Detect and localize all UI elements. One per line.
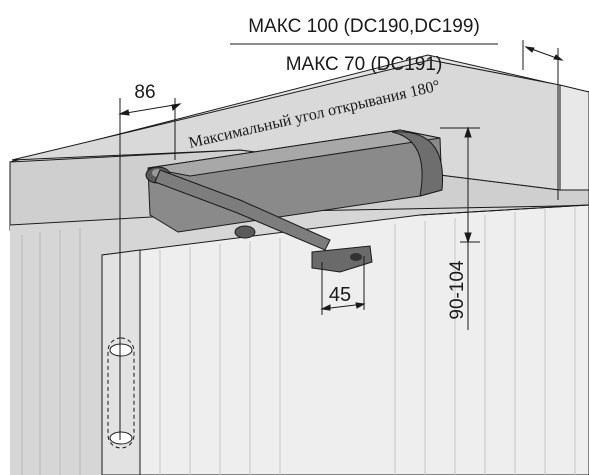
dimension-90-104 <box>440 126 480 330</box>
label-max-top: МАКС 100 (DC190,DC199) <box>248 16 480 37</box>
dimension-45 <box>320 256 366 315</box>
label-45: 45 <box>329 284 351 306</box>
dimension-max <box>230 40 564 200</box>
label-max-bottom: МАКС 70 (DC191) <box>286 54 443 75</box>
wall-return <box>559 84 589 191</box>
hinge <box>107 337 135 449</box>
dimension-86 <box>118 98 182 440</box>
label-90-104: 90-104 <box>447 260 468 320</box>
door-shading <box>159 206 576 475</box>
wall-shading <box>21 228 81 475</box>
door-edge <box>101 249 141 475</box>
door-frame-line <box>419 204 589 216</box>
door-closer <box>145 129 444 273</box>
label-86: 86 <box>134 82 155 103</box>
door-leaf <box>101 204 589 475</box>
